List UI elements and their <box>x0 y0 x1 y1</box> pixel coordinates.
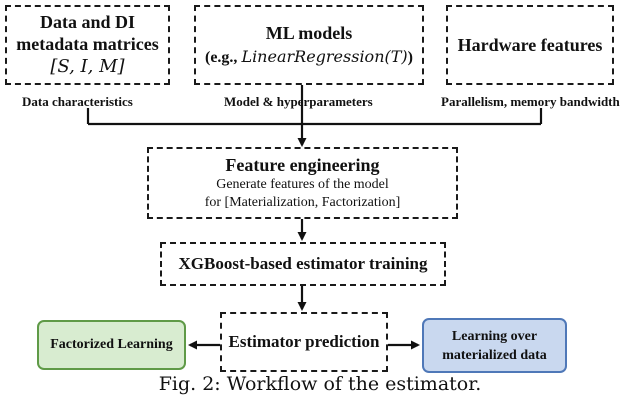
ml-box-suffix: ) <box>407 48 413 66</box>
materialized-learning-box: Learning over materialized data <box>422 318 567 373</box>
feature-engineering-line1: Generate features of the model <box>216 177 389 192</box>
data-box-line2: metadata matrices <box>16 34 159 54</box>
data-box-line1: Data and DI <box>39 12 136 32</box>
label-data-characteristics: Data characteristics <box>22 94 133 109</box>
feature-engineering-title: Feature engineering <box>225 155 380 175</box>
ml-box-arg: (T) <box>384 46 408 66</box>
estimator-prediction-box: Estimator prediction <box>220 312 388 372</box>
factorized-label: Factorized Learning <box>50 337 173 352</box>
xgboost-title: XGBoost-based estimator training <box>178 254 428 273</box>
data-metadata-box: Data and DI metadata matrices [S, I, M] <box>5 5 170 85</box>
data-box-matrix: [S, I, M] <box>50 56 125 77</box>
factorized-learning-box: Factorized Learning <box>37 320 186 370</box>
hardware-features-box: Hardware features <box>446 5 614 85</box>
ml-box-line1: ML models <box>265 22 353 43</box>
xgboost-training-box: XGBoost-based estimator training <box>160 242 446 286</box>
materialized-line1: Learning over <box>451 328 538 344</box>
ml-box-line2: (e.g., LinearRegression(T)) <box>205 45 413 70</box>
feature-engineering-line2: for [Materialization, Factorization] <box>204 195 401 210</box>
prediction-title: Estimator prediction <box>228 332 380 351</box>
feature-engineering-box: Feature engineering Generate features of… <box>147 147 458 219</box>
ml-box-func: LinearRegression <box>241 46 385 66</box>
ml-box-prefix: (e.g., <box>205 48 238 66</box>
figure-caption: Fig. 2: Workflow of the estimator. <box>158 373 482 395</box>
ml-models-box: ML models (e.g., LinearRegression(T)) <box>194 5 424 85</box>
label-model-hyperparameters: Model & hyperparameters <box>224 94 373 109</box>
label-parallelism: Parallelism, memory bandwidth <box>441 94 620 109</box>
hw-box-line1: Hardware features <box>457 34 603 55</box>
materialized-line2: materialized data <box>442 347 547 363</box>
